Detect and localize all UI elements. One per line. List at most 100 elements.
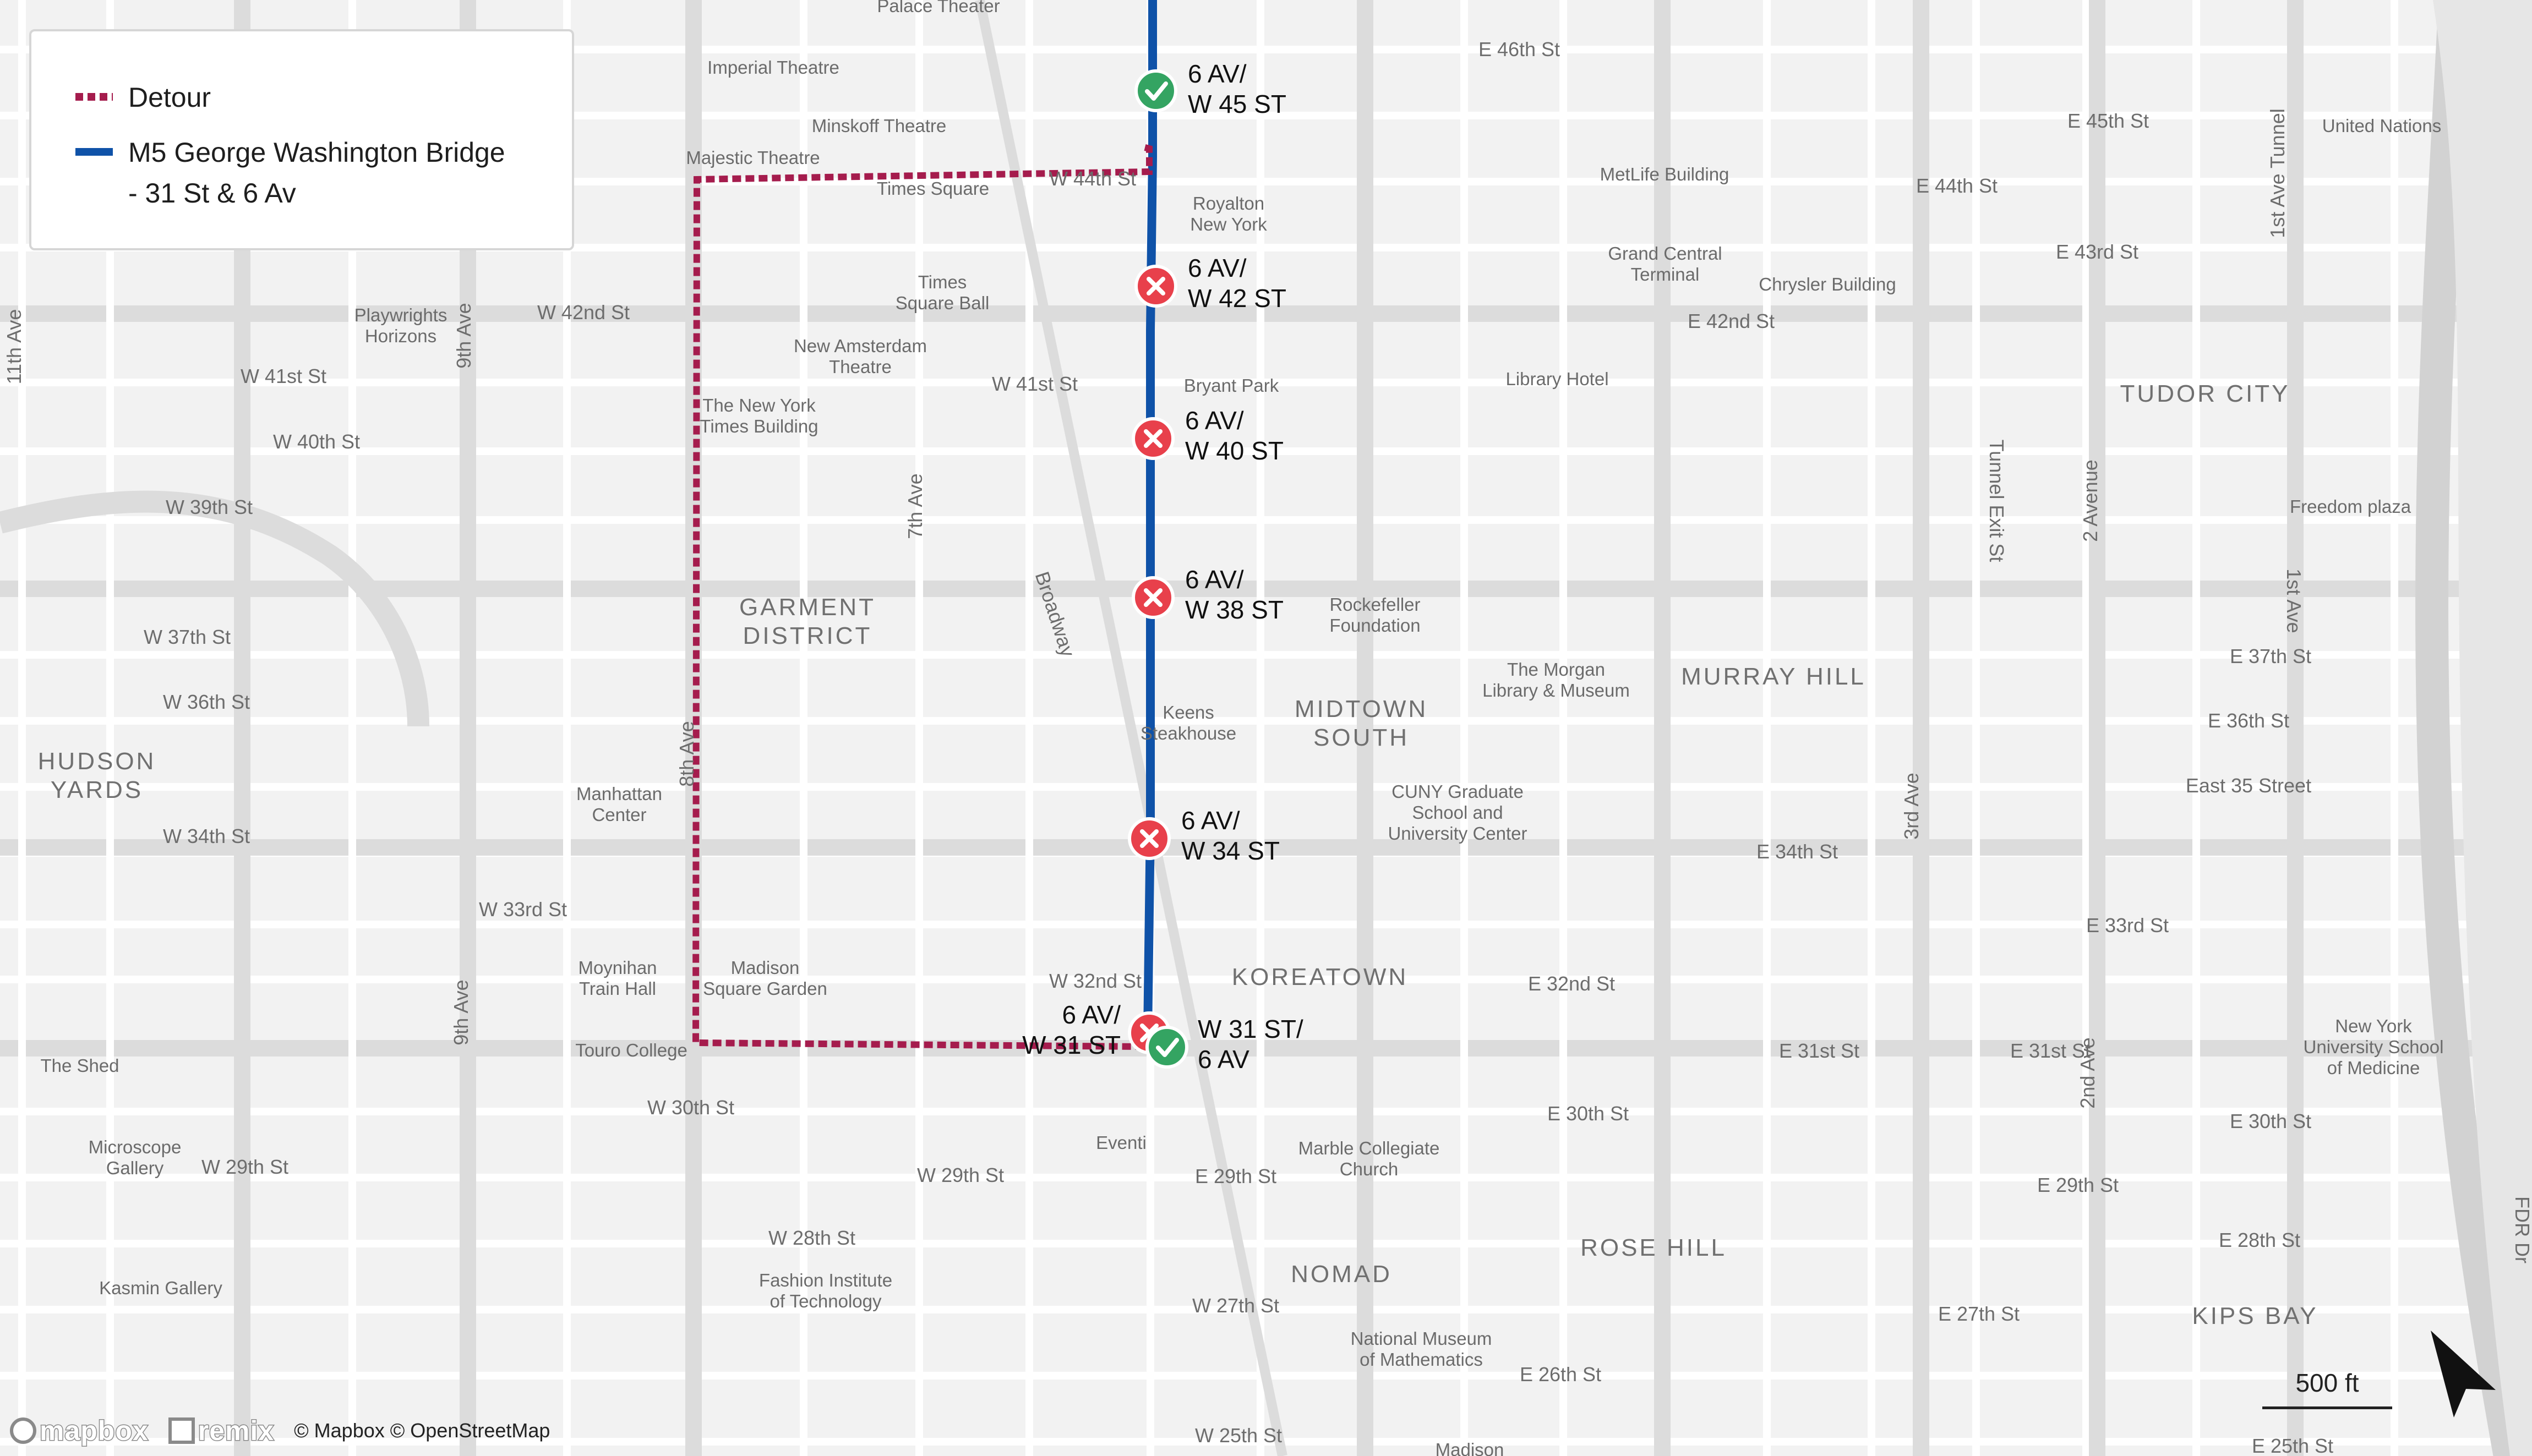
place-label: CUNY Graduate bbox=[1391, 781, 1524, 802]
street-label: W 41st St bbox=[241, 365, 326, 387]
bus-stop-open[interactable]: W 31 ST/6 AV bbox=[1145, 1015, 1303, 1074]
stop-label-line2: W 34 ST bbox=[1181, 836, 1280, 865]
place-label: The New York bbox=[702, 395, 816, 415]
street-label: 1st Ave Tunnel bbox=[2266, 108, 2289, 238]
stop-label-line1: 6 AV/ bbox=[1062, 1000, 1121, 1029]
mapbox-logo-icon bbox=[10, 1417, 36, 1444]
street-label: E 46th St bbox=[1478, 38, 1560, 61]
neighborhood-label: TUDOR CITY bbox=[2120, 380, 2290, 407]
street-label: E 43rd St bbox=[2056, 240, 2138, 263]
close-icon bbox=[1140, 829, 1159, 848]
attribution: mapbox remix © Mapbox © OpenStreetMap bbox=[10, 1412, 550, 1449]
stop-label-line1: 6 AV/ bbox=[1188, 59, 1247, 88]
remix-logo-text: remix bbox=[197, 1415, 275, 1447]
place-label: National Museum bbox=[1351, 1328, 1492, 1349]
stop-marker[interactable] bbox=[1145, 1026, 1188, 1069]
street-label: W 32nd St bbox=[1049, 970, 1142, 992]
neighborhood-label: ROSE HILL bbox=[1580, 1234, 1727, 1261]
detour-swatch bbox=[75, 93, 113, 101]
street-label: W 30th St bbox=[647, 1096, 734, 1119]
place-label: School and bbox=[1412, 802, 1503, 823]
street-label: W 29th St bbox=[917, 1164, 1004, 1186]
street-label: E 44th St bbox=[1916, 174, 1998, 197]
place-label: University Center bbox=[1388, 823, 1527, 844]
close-icon bbox=[1144, 429, 1163, 448]
close-icon bbox=[1147, 277, 1165, 295]
neighborhood-label: MIDTOWN bbox=[1295, 696, 1428, 722]
map-labels: E 46th St E 45th St E 44th St E 43rd St E 42… bbox=[3, 0, 2532, 1456]
mapbox-logo[interactable]: mapbox bbox=[10, 1415, 149, 1447]
fdr-drive-road bbox=[2415, 0, 2526, 1456]
street-label: E 32nd St bbox=[1528, 972, 1615, 995]
street-label: Tunnel Exit St bbox=[1985, 440, 2008, 562]
bus-stop-closed[interactable]: 6 AV/W 40 ST bbox=[1132, 406, 1284, 465]
stop-label-line1: 6 AV/ bbox=[1188, 254, 1247, 282]
stop-label-line2: W 40 ST bbox=[1185, 436, 1284, 465]
east-river bbox=[2433, 0, 2532, 1456]
stop-label-line2: W 45 ST bbox=[1188, 90, 1286, 118]
place-label: Marble Collegiate bbox=[1298, 1138, 1440, 1158]
stop-label-line2: W 42 ST bbox=[1188, 284, 1286, 313]
legend-detour-label: Detour bbox=[128, 82, 211, 113]
bus-stop-closed[interactable]: 6 AV/W 34 ST bbox=[1128, 806, 1280, 865]
street-label: 9th Ave bbox=[450, 979, 472, 1045]
place-label: Times Building bbox=[700, 416, 818, 436]
street-label: 1st Ave bbox=[2283, 568, 2305, 633]
lincoln-tunnel-approach bbox=[0, 490, 429, 727]
street-label: 9th Ave bbox=[452, 303, 475, 368]
street-label: W 42nd St bbox=[537, 301, 630, 324]
street-label: E 30th St bbox=[2230, 1110, 2311, 1132]
place-label: New Amsterdam bbox=[794, 336, 927, 356]
stop-label-line2: 6 AV bbox=[1198, 1045, 1249, 1074]
neighborhood-label: MURRAY HILL bbox=[1681, 663, 1866, 690]
place-label: University School bbox=[2304, 1037, 2444, 1057]
place-label: Times bbox=[918, 272, 967, 292]
place-label: Train Hall bbox=[579, 978, 656, 999]
bus-stop-closed[interactable]: 6 AV/W 38 ST bbox=[1132, 565, 1284, 624]
detour-line bbox=[692, 144, 1153, 1050]
place-label: Royalton bbox=[1193, 193, 1264, 214]
stop-marker[interactable] bbox=[1134, 69, 1177, 112]
street-label: E 45th St bbox=[2067, 110, 2149, 132]
place-label: New York bbox=[2335, 1016, 2412, 1036]
neighborhood-label: NOMAD bbox=[1291, 1261, 1392, 1288]
street-label: E 27th St bbox=[1938, 1302, 2020, 1325]
place-label: Church bbox=[1340, 1159, 1398, 1179]
neighborhood-label: GARMENT bbox=[739, 594, 876, 621]
place-label: Freedom plaza bbox=[2290, 496, 2411, 517]
place-label: Times Square bbox=[877, 178, 989, 199]
place-label: of Medicine bbox=[2327, 1058, 2420, 1078]
place-label: MetLife Building bbox=[1600, 164, 1729, 184]
attribution-text[interactable]: © Mapbox © OpenStreetMap bbox=[294, 1419, 550, 1442]
street-label: E 36th St bbox=[2208, 709, 2289, 732]
stops-layer: 6 AV/W 45 ST6 AV/W 42 ST6 AV/W 40 ST6 AV… bbox=[1022, 59, 1303, 1074]
remix-logo[interactable]: remix bbox=[149, 1415, 275, 1447]
street-label: W 25th St bbox=[1195, 1424, 1282, 1447]
street-label: East 35 Street bbox=[2186, 774, 2311, 797]
place-label: Library & Museum bbox=[1482, 680, 1630, 700]
scale-label: 500 ft bbox=[2295, 1369, 2359, 1397]
place-label: Square Ball bbox=[896, 293, 990, 313]
street-label: E 42nd St bbox=[1688, 310, 1775, 332]
place-label: Manhattan bbox=[576, 784, 662, 804]
legend: Detour M5 George Washington Bridge - 31 … bbox=[29, 29, 574, 250]
bus-stop-open[interactable]: 6 AV/W 45 ST bbox=[1134, 59, 1286, 118]
place-label: Foundation bbox=[1329, 615, 1420, 636]
street-label: W 29th St bbox=[201, 1156, 288, 1178]
check-icon bbox=[1156, 1038, 1179, 1057]
neighborhood-label: KOREATOWN bbox=[1232, 964, 1408, 990]
street-label: 11th Ave bbox=[3, 309, 25, 385]
place-label: Terminal bbox=[1631, 264, 1700, 284]
street-label: 3rd Ave bbox=[1900, 773, 1923, 839]
place-label: Playwrights bbox=[354, 305, 448, 325]
place-label: Keens bbox=[1163, 702, 1214, 722]
north-arrow-icon[interactable] bbox=[2423, 1327, 2500, 1421]
place-label: of Mathematics bbox=[1360, 1349, 1483, 1370]
place-label: Microscope bbox=[89, 1137, 182, 1157]
stop-label-line1: W 31 ST/ bbox=[1198, 1015, 1303, 1043]
street-label: E 31st St bbox=[1779, 1039, 1859, 1062]
bus-stop-closed[interactable]: 6 AV/W 42 ST bbox=[1134, 254, 1286, 313]
mapbox-logo-text: mapbox bbox=[39, 1415, 149, 1447]
